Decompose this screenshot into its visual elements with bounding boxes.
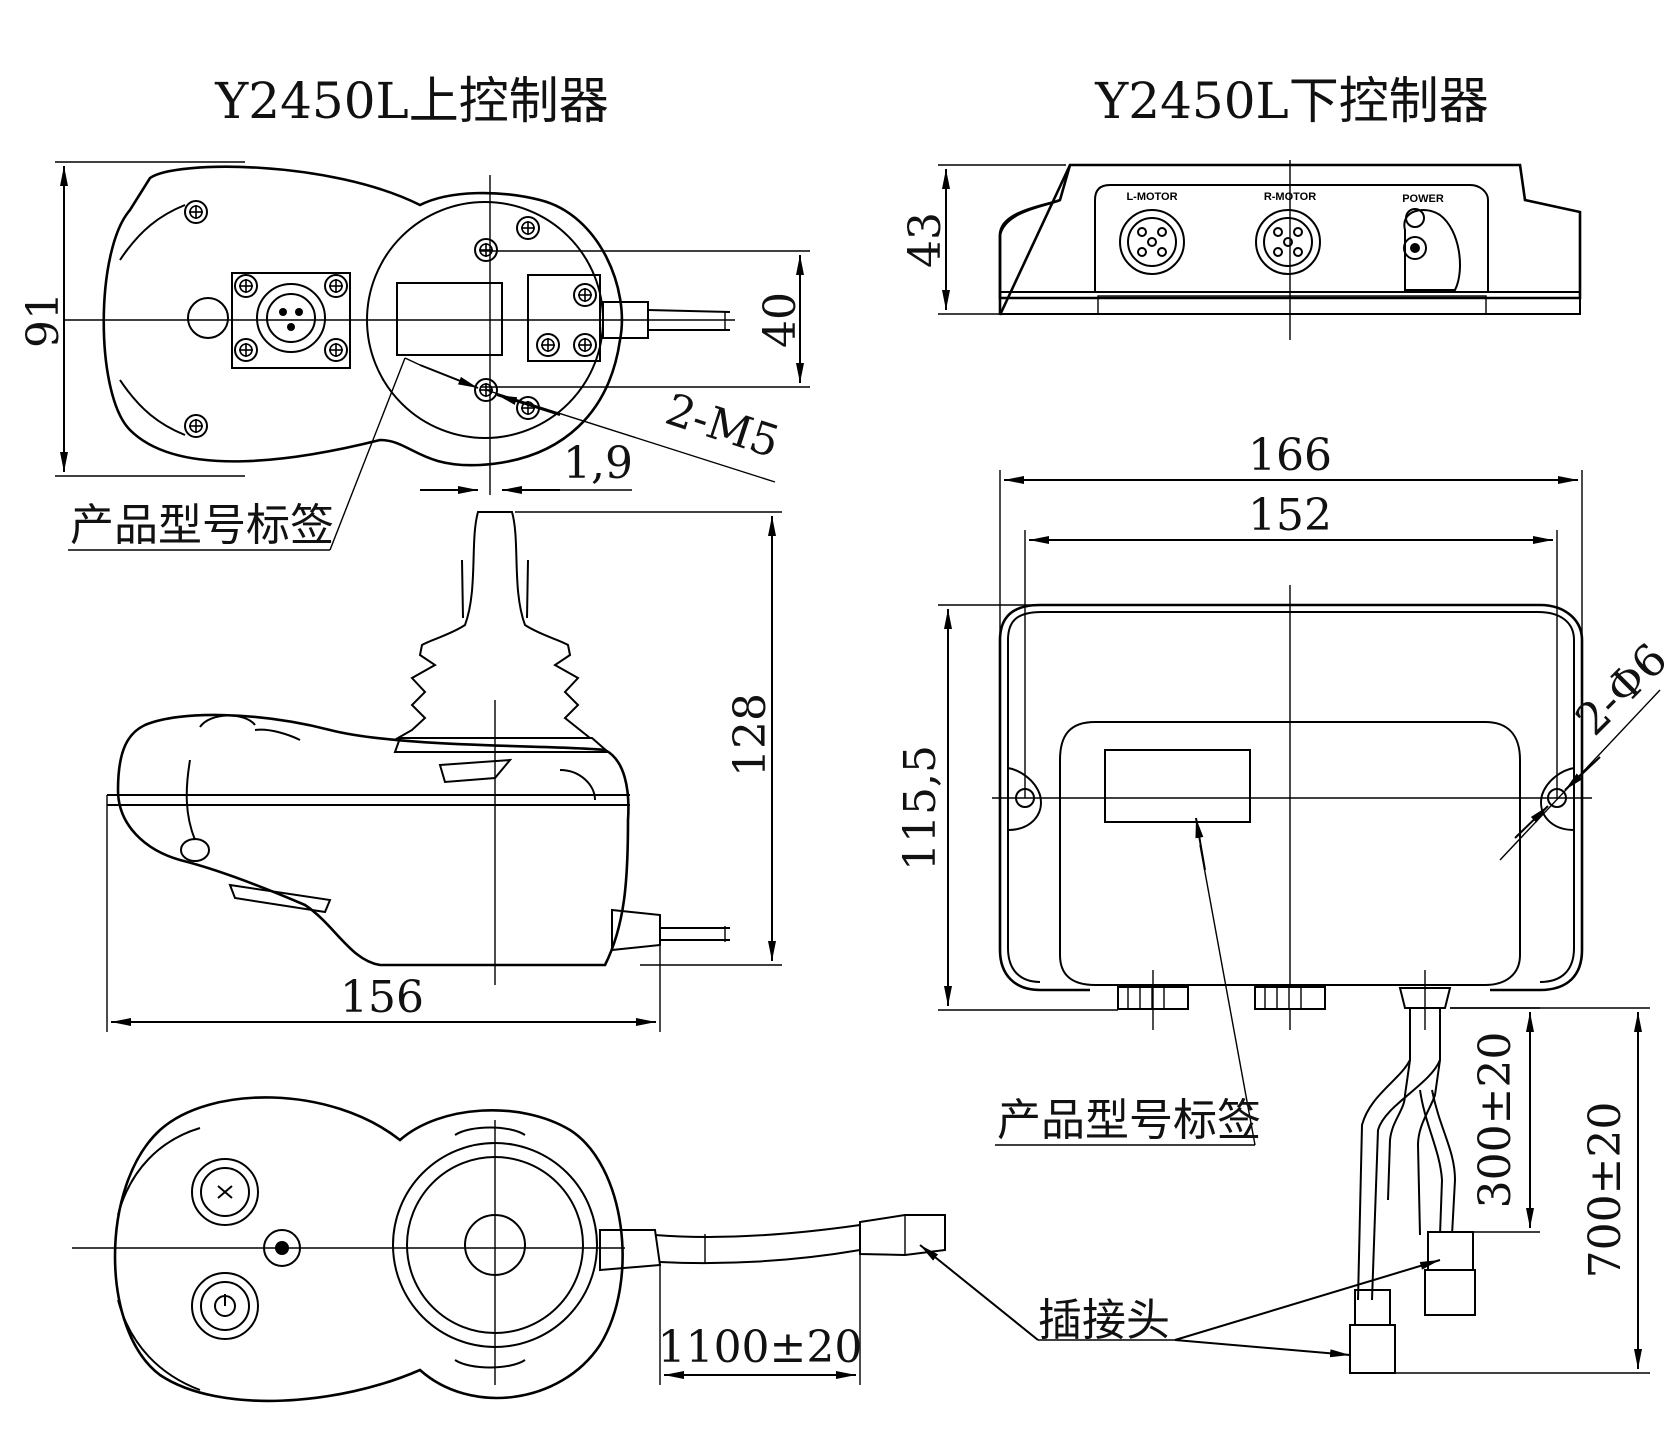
upper-product-label-callout: 产品型号标签 xyxy=(68,357,479,551)
dimension-128: 128 xyxy=(515,511,782,966)
dim-label-2-m5: 2-M5 xyxy=(659,384,785,468)
dim-label-156: 156 xyxy=(340,972,424,1023)
dim-label-115-5: 115,5 xyxy=(895,745,946,871)
port-label-r-motor: R-MOTOR xyxy=(1264,191,1316,203)
dim-label-152: 152 xyxy=(1248,490,1332,541)
upper-product-label-text: 产品型号标签 xyxy=(70,500,334,551)
port-label-l-motor: L-MOTOR xyxy=(1126,191,1177,203)
dimension-40: 40 xyxy=(480,250,810,388)
dim-label-300: 300±20 xyxy=(1470,1032,1521,1209)
holes-2-phi6-leader: 2-Φ6 xyxy=(1499,634,1674,861)
dim-label-700: 700±20 xyxy=(1580,1102,1631,1279)
lower-controller-top-view xyxy=(992,585,1592,1030)
connector-label-text: 插接头 xyxy=(1038,1295,1170,1346)
upper-controller-bottom-view xyxy=(65,165,735,495)
dim-label-166: 166 xyxy=(1248,430,1332,481)
upper-controller-top-view xyxy=(72,1096,946,1403)
dimension-152: 152 xyxy=(1024,490,1558,798)
dim-label-43: 43 xyxy=(900,212,951,268)
dim-label-128: 128 xyxy=(725,693,776,777)
lower-product-label-text: 产品型号标签 xyxy=(997,1095,1261,1146)
lower-controller-title: Y2450L下控制器 xyxy=(1094,72,1488,130)
dimension-1100: 1100±20 xyxy=(658,1255,863,1385)
dimension-91: 91 xyxy=(18,161,245,477)
lower-controller-cables xyxy=(1349,1008,1476,1374)
dim-label-1100: 1100±20 xyxy=(658,1322,863,1373)
dimension-1-9: 1,9 xyxy=(420,438,633,494)
dimension-166: 166 xyxy=(999,430,1583,640)
dimension-43: 43 xyxy=(900,164,1066,315)
lower-product-label-callout: 产品型号标签 xyxy=(995,817,1261,1146)
dimension-115-5: 115,5 xyxy=(895,604,1118,1011)
upper-controller-title: Y2450L上控制器 xyxy=(214,72,608,130)
dim-label-40: 40 xyxy=(755,292,806,348)
port-label-power: POWER xyxy=(1402,193,1444,205)
connector-callout: 插接头 xyxy=(919,1244,1441,1358)
lower-controller-front-view: L-MOTOR R-MOTOR POWER xyxy=(998,160,1582,340)
upper-controller-side-view xyxy=(107,511,730,985)
dim-label-1-9: 1,9 xyxy=(563,438,633,489)
dimension-700: 700±20 xyxy=(1395,1007,1650,1374)
dimension-300: 300±20 xyxy=(1450,1007,1540,1233)
dim-label-91: 91 xyxy=(18,292,69,348)
dimension-156: 156 xyxy=(106,795,661,1032)
